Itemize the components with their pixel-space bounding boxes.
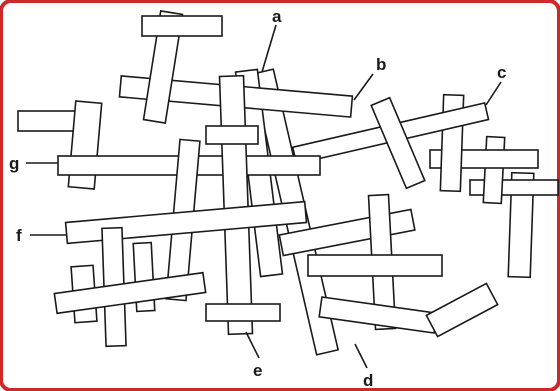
rods	[18, 11, 558, 355]
label-b: b	[376, 55, 386, 74]
label-g: g	[9, 154, 19, 173]
leader-c	[486, 82, 501, 105]
leader-e	[246, 332, 259, 358]
label-c: c	[497, 63, 506, 82]
rod-middle-right-horizontal	[308, 255, 442, 276]
leader-b	[354, 74, 373, 100]
rod-top-cap	[142, 16, 222, 36]
label-e: e	[253, 361, 262, 380]
leader-a	[262, 25, 276, 72]
label-f: f	[16, 226, 22, 245]
rod-bottom-right-tilted	[426, 283, 497, 336]
label-d: d	[363, 371, 373, 390]
rod-right-upper-vertical	[483, 137, 504, 204]
rod-e-bottom-cap	[206, 304, 280, 321]
rod-e-top-cap	[206, 126, 258, 144]
leader-d	[355, 344, 367, 368]
label-a: a	[272, 7, 282, 26]
